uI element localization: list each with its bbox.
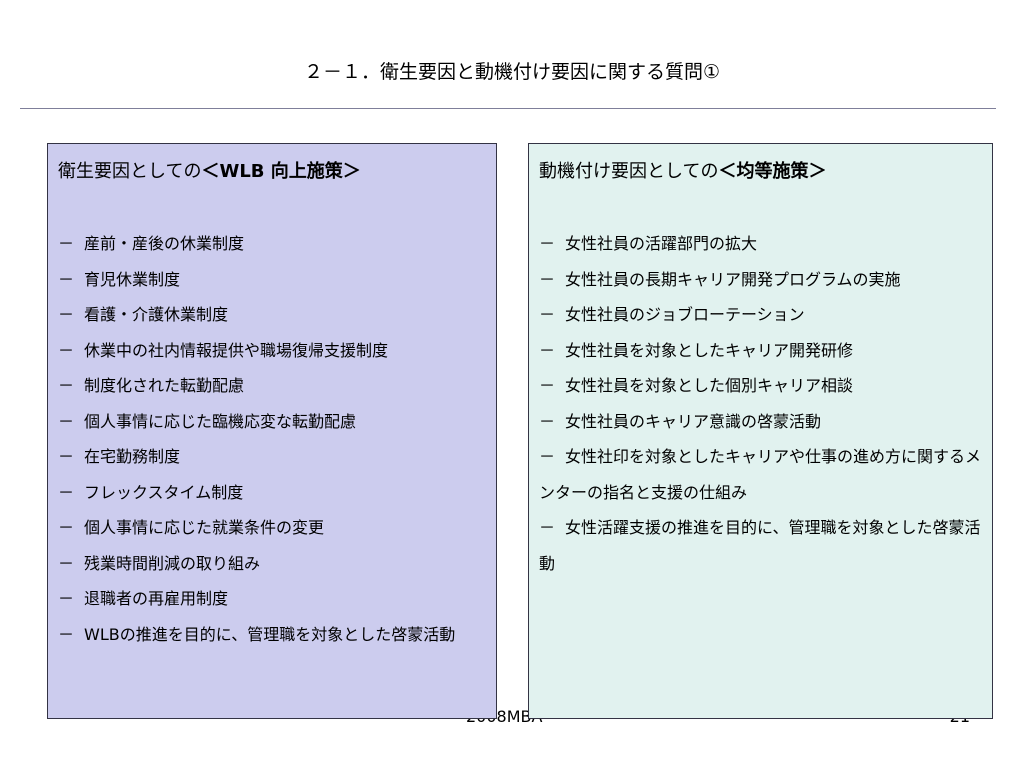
list-item-text: 女性社印を対象としたキャリアや仕事の進め方に関するメンターの指名と支援の仕組み: [539, 447, 982, 502]
list-item-text: 女性社員を対象としたキャリア開発研修: [565, 340, 854, 360]
list-item-text: 女性活躍支援の推進を目的に、管理職を対象とした啓蒙活動: [539, 518, 981, 573]
bullet-dash: －: [539, 340, 556, 360]
list-item: － 個人事情に応じた就業条件の変更: [58, 510, 486, 546]
wlb-heading-emphasis: ＜WLB 向上施策＞: [201, 161, 361, 182]
list-item: － 女性社員を対象とした個別キャリア相談: [539, 368, 982, 404]
bullet-dash: －: [539, 411, 556, 431]
bullet-dash: －: [58, 376, 75, 395]
list-item-text: 看護・介護休業制度: [84, 305, 229, 324]
list-item: － 休業中の社内情報提供や職場復帰支援制度: [58, 333, 486, 369]
wlb-measures-panel: 衛生要因としての＜WLB 向上施策＞ － 産前・産後の休業制度 － 育児休業制度 －…: [47, 143, 497, 719]
bullet-dash: －: [539, 305, 556, 324]
bullet-dash: －: [58, 305, 75, 324]
list-item: － 残業時間削減の取り組み: [58, 546, 486, 582]
list-item: － WLBの推進を目的に、管理職を対象とした啓蒙活動: [58, 617, 486, 653]
list-item-text: 女性社員のジョブローテーション: [565, 305, 805, 324]
bullet-dash: －: [58, 518, 75, 537]
bullet-dash: －: [539, 234, 556, 253]
list-item: － 個人事情に応じた臨機応変な転勤配慮: [58, 404, 486, 440]
bullet-dash: －: [58, 589, 75, 608]
list-item-text: WLBの推進を目的に、管理職を対象とした啓蒙活動: [84, 624, 456, 644]
list-item: － 女性社員のジョブローテーション: [539, 297, 982, 333]
bullet-dash: －: [58, 411, 75, 431]
list-item-text: 産前・産後の休業制度: [84, 234, 245, 253]
equality-heading-emphasis: ＜均等施策＞: [718, 161, 827, 182]
bullet-dash: －: [539, 269, 556, 289]
list-item: － 女性社員を対象としたキャリア開発研修: [539, 333, 982, 369]
title-divider: [20, 108, 996, 109]
list-item: － 退職者の再雇用制度: [58, 581, 486, 617]
equality-panel-heading: 動機付け要因としての＜均等施策＞: [539, 158, 982, 186]
list-item-text: 退職者の再雇用制度: [84, 589, 229, 608]
list-item: － 育児休業制度: [58, 262, 486, 298]
list-item: － 女性社員の長期キャリア開発プログラムの実施: [539, 262, 982, 298]
list-item-text: 個人事情に応じた就業条件の変更: [84, 518, 325, 537]
bullet-dash: －: [58, 553, 75, 573]
bullet-dash: －: [58, 482, 75, 502]
list-item: － 制度化された転勤配慮: [58, 368, 486, 404]
list-item: －女性社印を対象としたキャリアや仕事の進め方に関するメンターの指名と支援の仕組み: [539, 439, 982, 510]
list-item-text: 育児休業制度: [84, 269, 181, 289]
wlb-measures-list: － 産前・産後の休業制度 － 育児休業制度 － 看護・介護休業制度 － 休業中の社内情報…: [58, 226, 486, 652]
list-item: － 産前・産後の休業制度: [58, 226, 486, 262]
equality-measures-panel: 動機付け要因としての＜均等施策＞ － 女性社員の活躍部門の拡大 － 女性社員の長期キ…: [528, 143, 993, 719]
list-item-text: 休業中の社内情報提供や職場復帰支援制度: [84, 340, 389, 360]
bullet-dash: －: [58, 447, 75, 466]
list-item-text: 女性社員の長期キャリア開発プログラムの実施: [565, 269, 901, 289]
list-item-text: 残業時間削減の取り組み: [84, 553, 261, 573]
list-item-text: 女性社員の活躍部門の拡大: [565, 234, 758, 253]
list-item-text: 女性社員のキャリア意識の啓蒙活動: [565, 411, 822, 431]
list-item: － 看護・介護休業制度: [58, 297, 486, 333]
equality-measures-list: －女性社員の活躍部門の拡大 －女性社員の長期キャリア開発プログラムの実施 －女性…: [539, 226, 982, 581]
list-item-text: 女性社員を対象とした個別キャリア相談: [565, 376, 854, 395]
list-item: － 女性社員のキャリア意識の啓蒙活動: [539, 404, 982, 440]
list-item: －女性活躍支援の推進を目的に、管理職を対象とした啓蒙活動: [539, 510, 982, 581]
list-item-text: 個人事情に応じた臨機応変な転勤配慮: [84, 411, 357, 431]
slide-title: ２－１．衛生要因と動機付け要因に関する質問①: [303, 61, 721, 83]
bullet-dash: －: [58, 340, 75, 360]
wlb-panel-heading: 衛生要因としての＜WLB 向上施策＞: [58, 158, 486, 186]
list-item: － 女性社員の活躍部門の拡大: [539, 226, 982, 262]
wlb-heading-prefix: 衛生要因としての: [58, 161, 202, 182]
bullet-dash: －: [58, 234, 75, 253]
list-item: － 在宅勤務制度: [58, 439, 486, 475]
list-item-text: 制度化された転勤配慮: [84, 376, 245, 395]
bullet-dash: －: [58, 269, 75, 289]
list-item-text: 在宅勤務制度: [84, 447, 181, 466]
bullet-dash: －: [539, 518, 556, 537]
bullet-dash: －: [539, 376, 556, 395]
list-item: － フレックスタイム制度: [58, 475, 486, 511]
bullet-dash: －: [58, 624, 75, 644]
equality-heading-prefix: 動機付け要因としての: [539, 161, 719, 182]
list-item-text: フレックスタイム制度: [84, 482, 244, 502]
bullet-dash: －: [539, 447, 556, 466]
